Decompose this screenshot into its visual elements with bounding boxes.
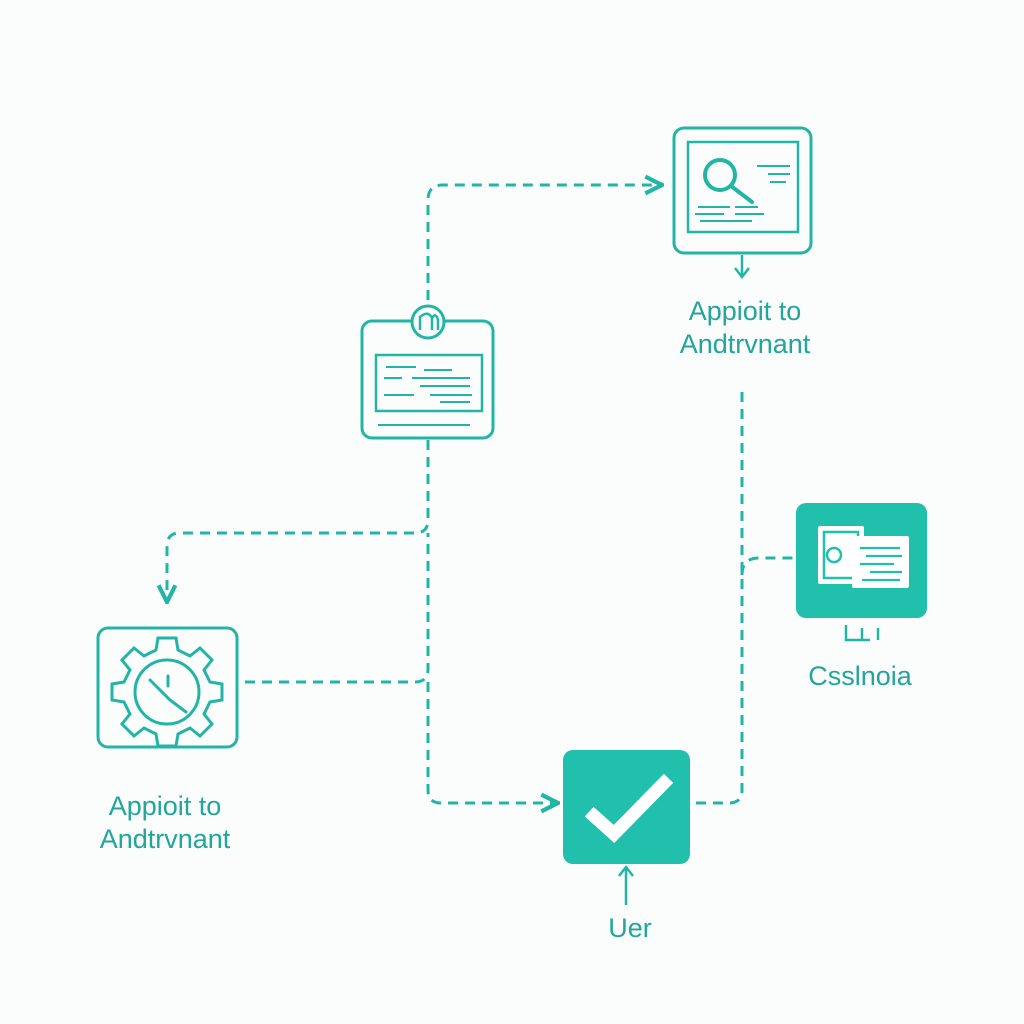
search-icon xyxy=(703,158,754,204)
checkmark-icon xyxy=(584,773,674,843)
form-node-panel xyxy=(374,353,484,413)
approve-node-frame xyxy=(563,750,690,864)
console-stand xyxy=(844,625,880,642)
arrow-user-up xyxy=(618,864,634,905)
settings-node-frame xyxy=(96,626,239,749)
search-node-screen xyxy=(686,140,800,234)
search-node[interactable] xyxy=(672,126,813,255)
settings-node[interactable] xyxy=(96,626,239,749)
arrow-search-down xyxy=(734,255,750,280)
approve-node[interactable] xyxy=(563,750,690,864)
approve-node-label-text: Uer xyxy=(608,913,652,943)
approve-node-label: Uer xyxy=(590,912,670,945)
connector-form-to-search xyxy=(426,185,660,300)
form-node[interactable] xyxy=(360,304,495,440)
settings-node-label-line1: Appioit to xyxy=(108,791,222,821)
connector-to-console xyxy=(740,556,796,576)
console-node-label: Csslnoia xyxy=(790,660,930,693)
settings-node-label-line2: Andtrvnant xyxy=(99,824,231,854)
gear-clock-icon xyxy=(110,636,224,748)
settings-node-label: Appioit to Andtrvnant xyxy=(70,790,260,856)
connector-search-down xyxy=(692,392,744,805)
search-node-label-line1: Appioit to xyxy=(688,296,802,326)
connector-trunk-to-approve xyxy=(426,682,556,803)
connector-settings-to-trunk xyxy=(245,533,430,684)
connector-form-to-settings xyxy=(167,440,430,600)
search-node-frame xyxy=(672,126,813,255)
console-node[interactable] xyxy=(796,503,927,618)
search-node-label: Appioit to Andtrvnant xyxy=(650,295,840,361)
console-node-label-text: Csslnoia xyxy=(808,661,912,691)
search-node-label-line2: Andtrvnant xyxy=(679,329,811,359)
form-badge-mark xyxy=(418,312,440,330)
